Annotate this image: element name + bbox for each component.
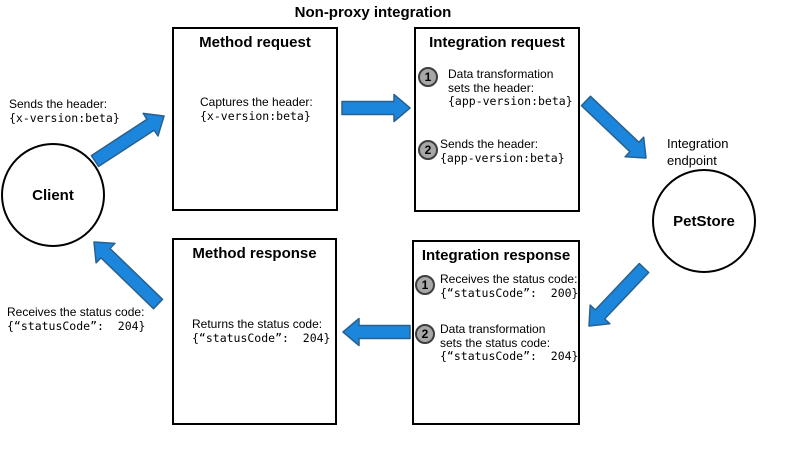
client-label: Client (32, 186, 74, 204)
arrow-integration-request-to-endpoint (580, 95, 647, 159)
method-response-box: Method response Returns the status code:… (172, 238, 337, 425)
arrow-method-request-to-integration-request (341, 93, 411, 123)
step-code: {app-version:beta} (448, 94, 573, 108)
step-2-badge: 2 (418, 140, 438, 160)
petstore-label: PetStore (673, 212, 735, 230)
integration-response-box: Integration response 1 Receives the stat… (412, 240, 580, 425)
integration-request-box: Integration request 1 Data transformatio… (414, 27, 580, 212)
note-code: {“statusCode”: 204} (7, 318, 146, 333)
diagram-title: Non-proxy integration (294, 4, 452, 21)
step-line: Receives the status code: (440, 272, 578, 286)
integration-request-title: Integration request (429, 34, 565, 51)
petstore-circle: PetStore (652, 169, 756, 273)
client-circle: Client (1, 143, 105, 247)
arrow-method-response-to-client (93, 241, 164, 310)
step-number: 1 (424, 70, 432, 84)
caption-line: Integration (667, 136, 729, 151)
arrow-integration-response-to-method-response (342, 317, 411, 347)
step-code: {app-version:beta} (440, 150, 565, 165)
step-code: {“statusCode”: 204} (440, 349, 579, 363)
body-text: Captures the header: (200, 95, 313, 109)
step-2-badge: 2 (415, 324, 435, 344)
step-2-text: Sends the header: {app-version:beta} (440, 137, 565, 165)
step-1-text: Receives the status code: {“statusCode”:… (440, 272, 579, 300)
step-line: sets the status code: (440, 335, 551, 350)
method-response-title: Method response (192, 245, 317, 262)
step-number: 2 (421, 327, 429, 341)
note-text: Sends the header: (9, 97, 108, 111)
method-request-title: Method request (199, 34, 311, 51)
step-line: Data transformation (440, 322, 546, 336)
step-number: 1 (421, 278, 429, 292)
step-line: sets the header: (448, 80, 535, 95)
step-1-badge: 1 (418, 67, 438, 87)
integration-response-title: Integration response (421, 247, 571, 264)
method-response-body: Returns the status code: {“statusCode”: … (192, 317, 331, 345)
step-number: 2 (424, 143, 432, 157)
body-code: {“statusCode”: 204} (192, 330, 331, 345)
caption-line: endpoint (667, 153, 717, 168)
note-code: {x-version:beta} (9, 110, 120, 125)
step-code: {“statusCode”: 200} (440, 285, 579, 300)
body-code: {x-version:beta} (200, 108, 311, 123)
step-1-badge: 1 (415, 275, 435, 295)
step-1-text: Data transformation sets the header: {ap… (448, 67, 573, 109)
client-request-note: Sends the header: {x-version:beta} (9, 97, 120, 125)
method-request-box: Method request Captures the header: {x-v… (172, 27, 338, 211)
body-text: Returns the status code: (192, 317, 323, 331)
step-2-text: Data transformation sets the status code… (440, 322, 579, 364)
arrow-endpoint-to-integration-response (588, 262, 650, 327)
step-line: Data transformation (448, 67, 554, 81)
step-line: Sends the header: (440, 137, 539, 151)
client-response-note: Receives the status code: {“statusCode”:… (7, 305, 146, 333)
method-request-body: Captures the header: {x-version:beta} (200, 95, 313, 123)
integration-endpoint-caption: Integration endpoint (667, 135, 728, 169)
note-text: Receives the status code: (7, 305, 145, 319)
